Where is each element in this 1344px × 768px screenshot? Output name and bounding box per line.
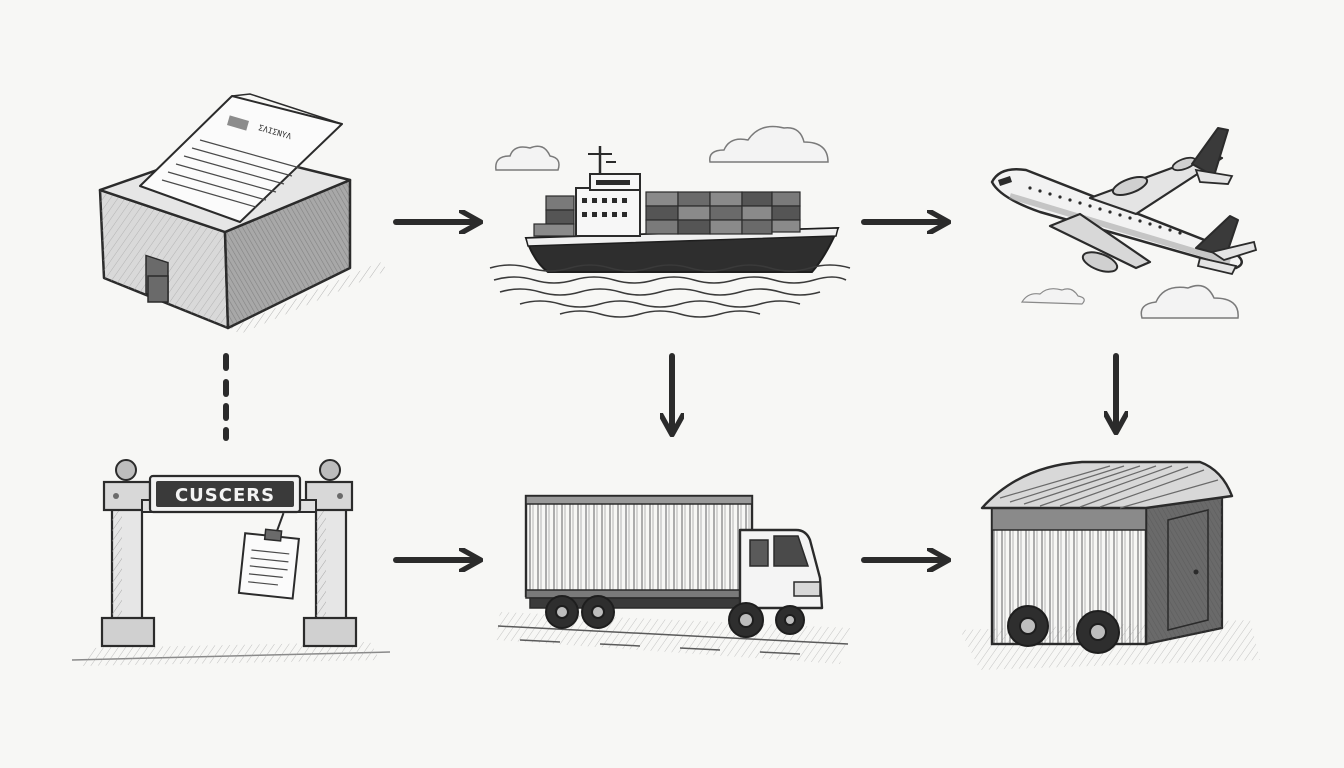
- container-ship-icon: [489, 125, 851, 318]
- package-with-document-icon: ΣΛΙΣΝΥΛ: [98, 93, 388, 334]
- customs-sign-text: CUSCERS: [175, 485, 275, 506]
- airplane-icon: [990, 127, 1258, 319]
- edges: [223, 222, 1116, 560]
- warehouse-shed-icon: [960, 460, 1260, 670]
- document-sheet: ΣΛΙΣΝΥΛ: [139, 93, 343, 223]
- cloud-icon: [709, 125, 829, 163]
- truck-wheels: [545, 595, 805, 638]
- clipboard-icon: [237, 512, 300, 600]
- shed-wheels: [1007, 605, 1120, 654]
- cloud-icon: [1140, 284, 1239, 319]
- cloud-icon: [1020, 288, 1085, 305]
- cloud-icon: [495, 145, 560, 171]
- container-truck-icon: [496, 494, 850, 664]
- customs-gate-icon: CUSCERS: [71, 459, 391, 666]
